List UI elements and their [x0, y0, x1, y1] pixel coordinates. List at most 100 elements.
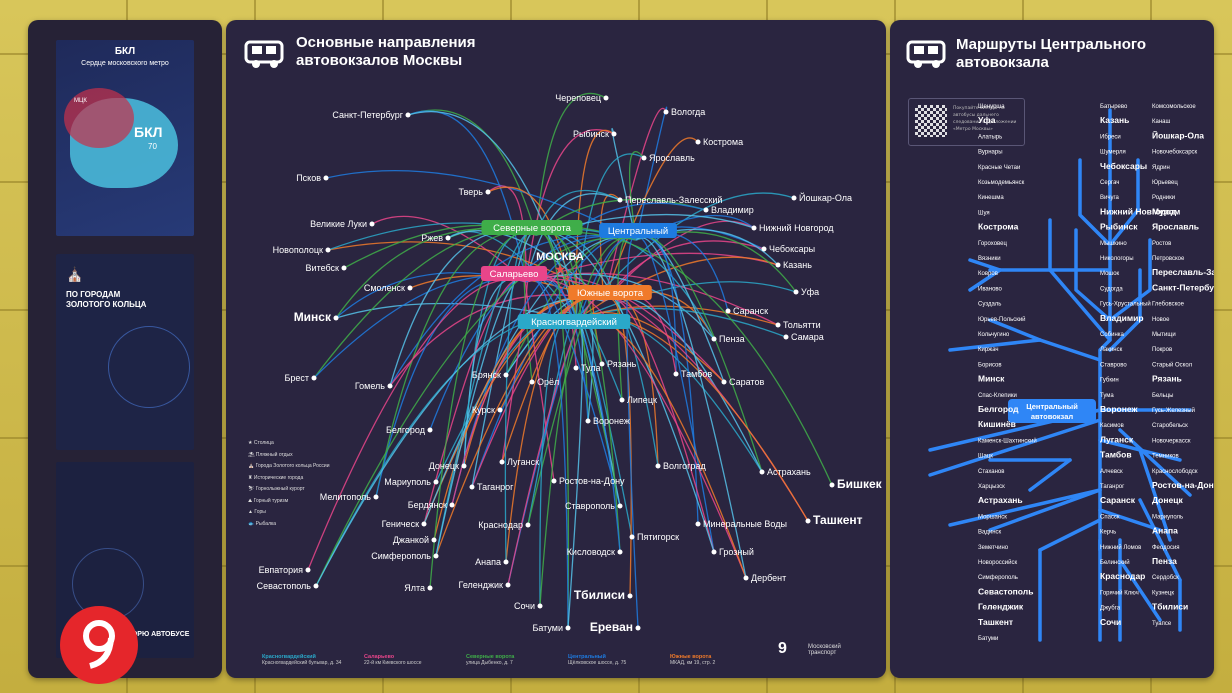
terminal-badge[interactable] — [517, 314, 631, 329]
route-stop-label: Саранск — [1100, 495, 1136, 505]
route-stop-label: Краснодар — [1100, 571, 1145, 581]
city-label: Брест — [284, 373, 309, 383]
city-label: Грозный — [719, 547, 754, 557]
moscow-transport-logo: 9 — [778, 640, 787, 657]
city-label: Астрахань — [767, 467, 811, 477]
city-dot — [759, 469, 765, 475]
city-dot — [421, 521, 427, 527]
routes-map: ЧереповецВологдаРыбинскКостромаЯрославль… — [257, 92, 883, 634]
city-dot — [611, 131, 617, 137]
route-stop-label: Переславль-Залесский — [1152, 267, 1214, 277]
city-label: Нижний Новгород — [759, 223, 834, 233]
route-stop-label: Вязники — [978, 256, 1001, 262]
route-stop-label: Сердобск — [1152, 575, 1179, 581]
city-label: Брянск — [472, 370, 501, 380]
city-label: Батуми — [532, 623, 563, 633]
route-stop-label: Нижний Новгород — [1100, 206, 1177, 216]
city-dot — [619, 397, 625, 403]
route-line — [575, 307, 787, 338]
nine-icon — [83, 620, 115, 669]
city-label: Йошкар-Ола — [799, 192, 852, 203]
route-branch — [1108, 158, 1140, 247]
terminal-label[interactable]: Центральный — [608, 226, 668, 237]
terminal-badge[interactable] — [480, 266, 548, 281]
city-dot — [551, 478, 557, 484]
qr-code[interactable] — [915, 105, 947, 137]
route-stop-label: Алчевск — [1100, 469, 1123, 475]
city-label: Тверь — [459, 187, 484, 197]
route-stop-label: Судогда — [1100, 286, 1123, 292]
route-stop-label: Гусь-Хрустальный — [1100, 301, 1151, 308]
city-dot — [323, 175, 329, 181]
route-branch — [1028, 458, 1072, 492]
route-stop-label: Иваново — [978, 286, 1003, 292]
route-line — [325, 170, 637, 241]
city-label: Минск — [294, 310, 332, 324]
route-stop-label: Темников — [1152, 454, 1179, 460]
route-stop-label: Горячий Ключ — [1100, 589, 1139, 596]
city-label: Новополоцк — [273, 245, 323, 255]
terminal-label[interactable]: Саларьево — [490, 269, 539, 280]
route-stop-label: Ташкент — [978, 617, 1013, 627]
route-branch — [1098, 108, 1112, 420]
city-dot — [503, 559, 509, 565]
terminal-address-text: 22-й км Киевского шоссе — [364, 660, 422, 666]
route-stop-label: Мошок — [1100, 271, 1120, 277]
route-stop-label: Вичуга — [1100, 195, 1120, 201]
route-stop-label: Чебоксары — [1100, 161, 1147, 171]
route-stop-label: Пенза — [1152, 556, 1177, 566]
legend-item: ♜ Исторические города — [248, 474, 304, 481]
terminal-label[interactable]: Южные ворота — [577, 288, 644, 299]
route-stop-label: Спас-Клепики — [978, 393, 1017, 399]
city-label: Гомель — [355, 381, 385, 391]
city-dot — [627, 593, 633, 599]
terminal-address-name: Саларьево — [364, 654, 395, 660]
route-stop-label: Покров — [1152, 347, 1172, 353]
city-dot — [573, 365, 579, 371]
route-line — [487, 186, 577, 321]
terminal-badge[interactable] — [481, 220, 583, 235]
route-stop-label: Феодосия — [1152, 545, 1180, 551]
route-stop-label: Новочебоксарск — [1152, 150, 1198, 156]
city-label: Евпатория — [259, 565, 304, 575]
route-branch — [988, 318, 1042, 342]
route-branch — [1038, 338, 1102, 362]
route-stop-label: Бельцы — [1152, 393, 1173, 399]
route-stop-label: Канаш — [1152, 119, 1170, 125]
route-line — [611, 128, 637, 241]
terminal-badge[interactable] — [599, 223, 677, 238]
city-label: Переславль-Залесский — [625, 195, 722, 205]
city-dot — [663, 109, 669, 115]
route-stop-label: Ставрово — [1100, 362, 1127, 368]
qr-code-box[interactable]: Покупайте билеты на автобусы дальнего сл… — [908, 98, 1025, 146]
central-hub-badge[interactable] — [1008, 399, 1096, 423]
route-stop-label: Владимир — [1100, 313, 1144, 323]
city-dot — [805, 518, 811, 524]
route-stop-label: Губкин — [1100, 378, 1119, 384]
route-stop-label: Санкт-Петербург — [1152, 282, 1214, 292]
route-branch — [1048, 268, 1112, 342]
city-dot — [537, 603, 543, 609]
route-stop-label: Земетчино — [978, 545, 1009, 551]
city-dot — [635, 625, 641, 631]
terminal-address-name: Южные ворота — [670, 654, 712, 660]
city-label: Ереван — [590, 620, 633, 634]
route-stop-label: Рыбинск — [1100, 222, 1138, 232]
bkl-badge: БКЛ — [134, 124, 163, 140]
city-dot — [461, 463, 467, 469]
terminal-label[interactable]: Северные ворота — [493, 223, 571, 234]
route-line — [603, 220, 755, 302]
poster-sea-title: МОРЮ АВТОБУСЕ — [126, 631, 190, 638]
city-dot — [387, 383, 393, 389]
route-stop-label: Донецк — [1152, 495, 1183, 505]
route-stop-label: Борисов — [978, 362, 1002, 368]
city-label: Геническ — [382, 519, 419, 529]
terminal-badge[interactable] — [568, 285, 652, 300]
route-stop-label: Моршанск — [978, 514, 1007, 520]
city-label: Вологда — [671, 107, 705, 117]
poster-bkl[interactable]: БКЛ Сердце московского метро МЦК БКЛ 70 — [56, 40, 194, 236]
route-stop-label: Керчь — [1100, 530, 1116, 536]
terminal-label[interactable]: Красногвардейский — [531, 317, 617, 328]
terminal-address-text: Щёлковское шоссе, д. 75 — [568, 660, 627, 666]
poster-golden-ring[interactable]: ⛪ ПО ГОРОДАМ ЗОЛОТОГО КОЛЬЦА — [56, 254, 194, 450]
